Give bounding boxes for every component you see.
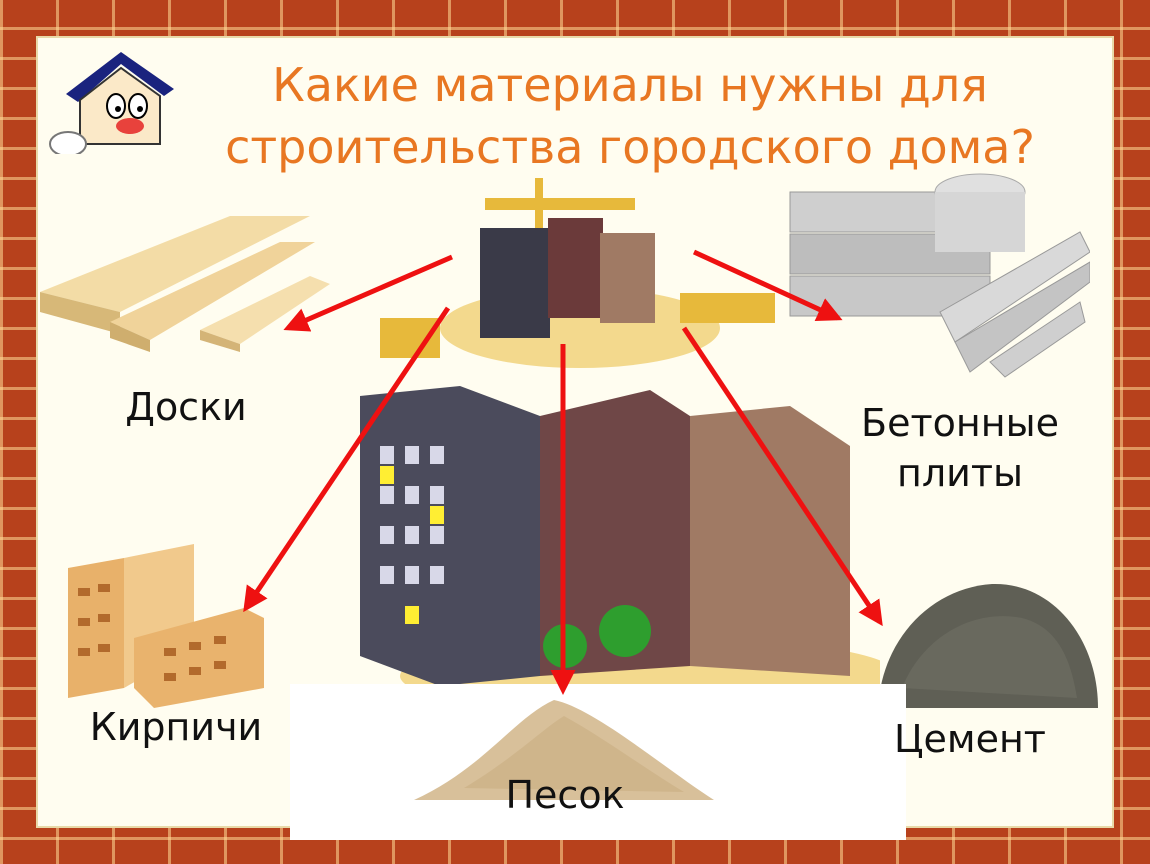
label-cement: Цемент xyxy=(894,717,1046,761)
label-boards: Доски xyxy=(125,385,247,429)
label-bricks: Кирпичи xyxy=(89,705,263,749)
arrow-to-concrete xyxy=(692,249,843,322)
label-concrete-line-1: Бетонные xyxy=(861,401,1059,445)
concrete-slabs-image xyxy=(789,173,1090,378)
title-line-2: строительства городского дома? xyxy=(225,120,1035,174)
label-concrete: Бетонные плиты xyxy=(840,398,1080,498)
boards-image xyxy=(40,216,330,352)
arrow-to-boards xyxy=(283,254,453,332)
crane-icon xyxy=(380,178,775,368)
page-title: Какие материалы нужны для строительства … xyxy=(180,54,1080,178)
cement-pile-image xyxy=(878,583,1098,708)
label-sand: Песок xyxy=(505,773,625,817)
label-concrete-line-2: плиты xyxy=(897,451,1023,495)
title-line-1: Какие материалы нужны для xyxy=(272,58,988,112)
house-mascot-icon xyxy=(49,52,174,154)
arrow-to-bricks xyxy=(243,306,451,613)
bricks-image xyxy=(68,544,264,708)
arrow-to-cement xyxy=(681,326,883,627)
sand-pile-image xyxy=(414,700,714,800)
